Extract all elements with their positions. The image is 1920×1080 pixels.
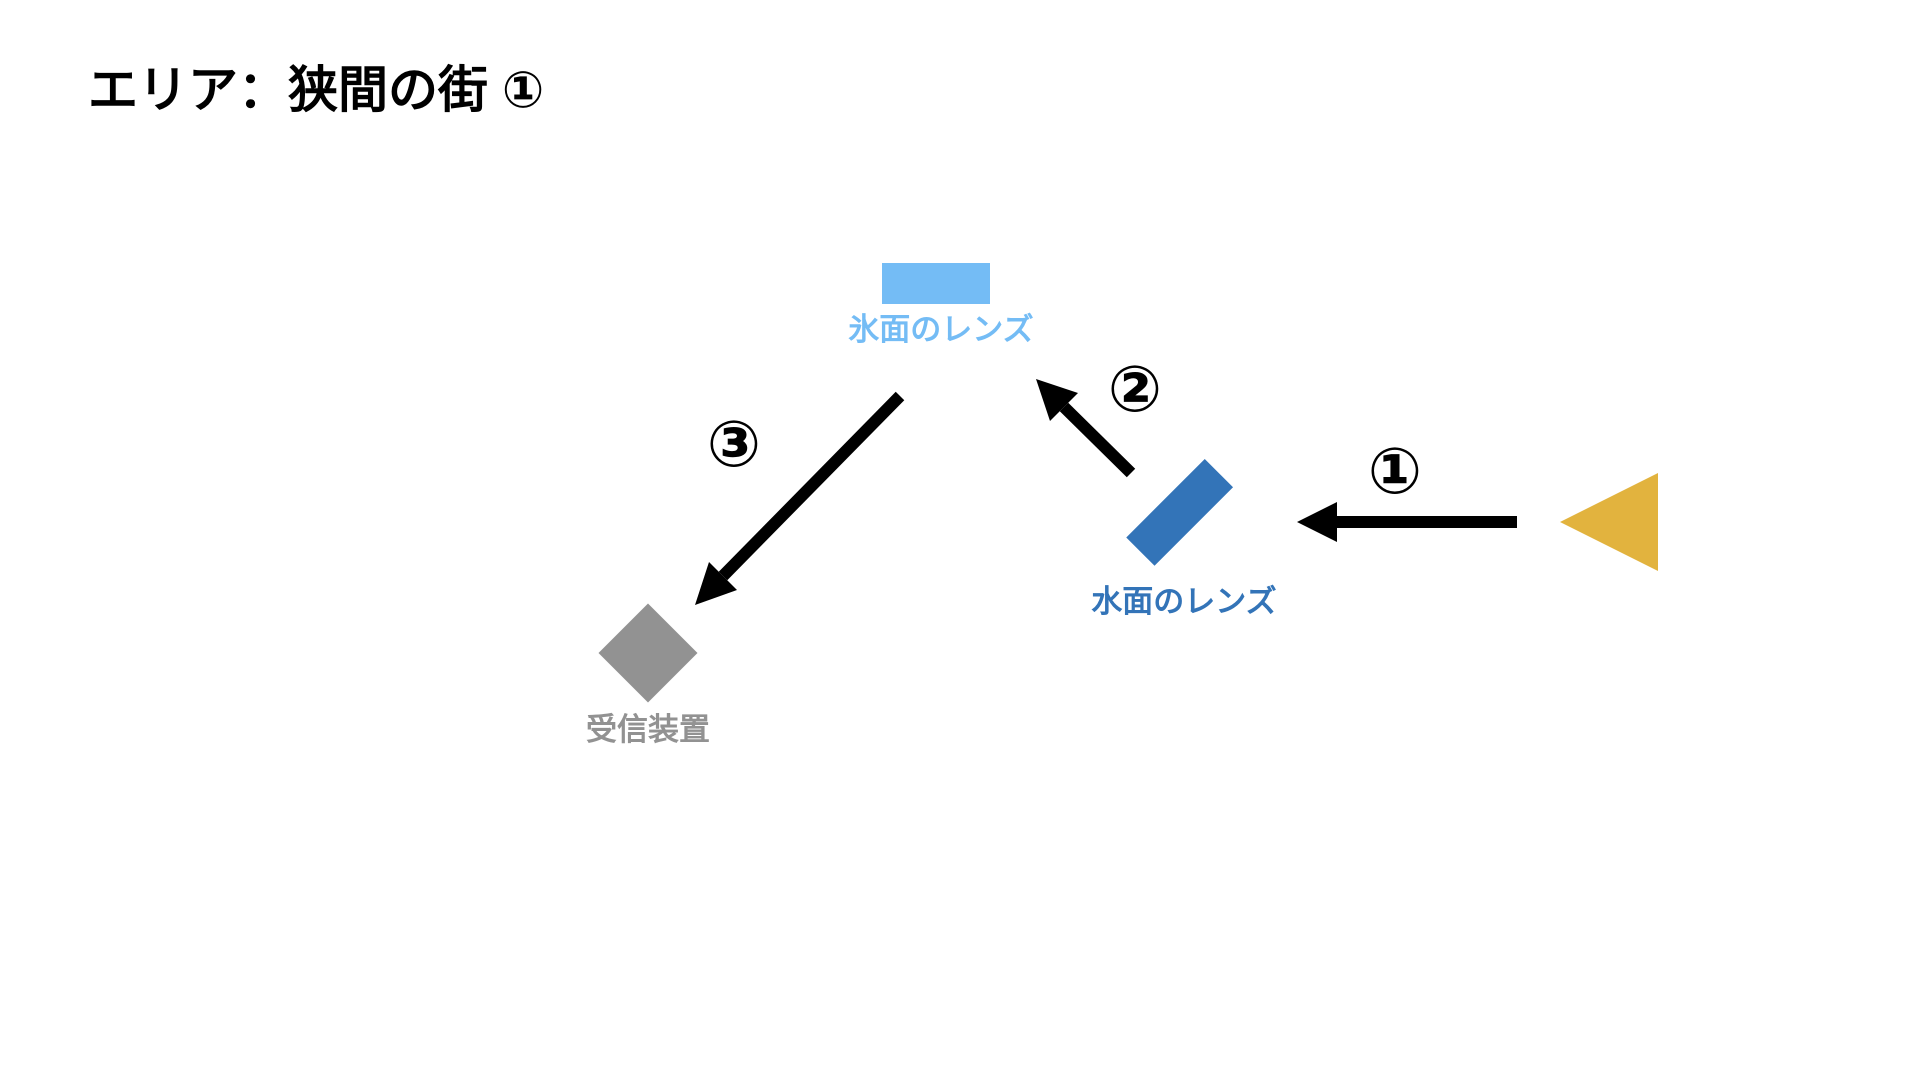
arrow-1	[1297, 502, 1517, 542]
water-lens-label: 水面のレンズ	[1091, 584, 1277, 619]
page-title: エリア：狭間の街 ①	[88, 62, 545, 118]
arrow-3	[695, 391, 905, 605]
arrow-2-shaft	[1059, 402, 1136, 478]
arrow-1-number: ①	[1367, 435, 1423, 507]
light-source-shape	[1560, 473, 1658, 571]
receiver-shape	[598, 603, 698, 703]
arrow-3-number: ③	[706, 408, 762, 480]
arrow-1-head	[1297, 502, 1337, 542]
receiver-label: 受信装置	[586, 712, 710, 747]
arrow-3-head	[695, 562, 737, 605]
arrow-2	[1036, 379, 1136, 478]
arrow-2-number: ②	[1107, 353, 1163, 425]
ice-lens-label: 氷面のレンズ	[848, 312, 1034, 347]
ice-lens-shape	[882, 263, 990, 304]
arrow-3-shaft	[718, 391, 905, 581]
water-lens-shape	[1126, 458, 1234, 566]
arrow-2-head	[1036, 379, 1078, 421]
